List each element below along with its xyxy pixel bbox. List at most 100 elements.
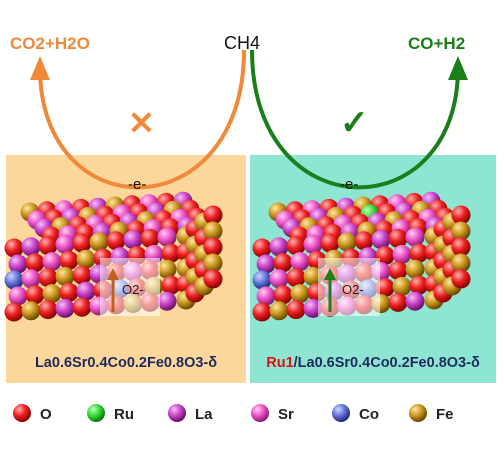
right-arrow-head — [448, 56, 468, 80]
atom-o — [388, 292, 408, 312]
atom-sr — [392, 244, 412, 264]
right-perovskite-lattice — [252, 191, 471, 322]
atom-o — [72, 233, 92, 253]
atom-o — [388, 260, 408, 280]
atom-o — [72, 297, 92, 317]
atom-la — [76, 281, 96, 301]
left-oxygen-migration: O2- — [100, 258, 160, 316]
atom-la — [55, 298, 75, 318]
atom-fe — [405, 259, 425, 279]
atom-o — [25, 253, 45, 273]
right-catalyst-support: /La0.6Sr0.4Co0.2Fe0.8O3-δ — [294, 355, 480, 371]
element-legend: O Ru La Sr Co Fe — [13, 404, 454, 423]
atom-la — [405, 291, 425, 311]
check-mark-icon: ✓ — [340, 104, 369, 142]
atom-o — [409, 275, 429, 295]
left-oxygen-arrowhead-icon — [107, 268, 119, 280]
atom-o — [451, 237, 471, 257]
atom-fe — [203, 253, 223, 273]
atom-fe — [42, 284, 62, 304]
right-products-label: CO+H2 — [408, 34, 465, 53]
atom-o — [38, 300, 58, 320]
atom-la — [269, 237, 289, 257]
atom-fe — [269, 301, 289, 321]
atom-o — [388, 228, 408, 248]
legend-label-co: Co — [359, 406, 379, 423]
right-oxygen-arrowhead-icon — [324, 268, 336, 280]
atom-co — [252, 270, 272, 290]
left-catalyst-formula: La0.6Sr0.4Co0.2Fe0.8O3-δ — [35, 355, 217, 371]
atom-o — [375, 278, 395, 298]
atom-sr — [21, 269, 41, 289]
atom-o — [161, 275, 181, 295]
right-catalyst-formula: Ru1/La0.6Sr0.4Co0.2Fe0.8O3-δ — [266, 355, 480, 371]
atom-o — [409, 243, 429, 263]
atom-fe — [89, 232, 109, 252]
atom-fe — [303, 266, 323, 286]
atom-o — [451, 269, 471, 289]
electron-transfer-label-left: -e- — [128, 176, 146, 193]
atom-fe — [451, 221, 471, 241]
atom-fe — [203, 221, 223, 241]
atom-la — [371, 230, 391, 250]
atom-o — [161, 243, 181, 263]
ruthenium-atom-icon — [87, 404, 105, 422]
left-lattice-oxygen-label: O2- — [122, 282, 144, 297]
atom-o — [286, 300, 306, 320]
legend-label-o: O — [40, 406, 52, 423]
atom-sr — [303, 234, 323, 254]
atom-o — [106, 231, 126, 251]
right-oxygen-box — [318, 258, 380, 316]
atom-o — [25, 285, 45, 305]
atom-sr — [256, 286, 276, 306]
oxygen-atom-icon — [13, 404, 31, 422]
atom-fe — [55, 266, 75, 286]
legend-label-ru: Ru — [114, 406, 134, 423]
atom-o — [140, 228, 160, 248]
atom-o — [375, 246, 395, 266]
atom-la — [256, 254, 276, 274]
atom-fe — [290, 284, 310, 304]
atom-sr — [269, 269, 289, 289]
atom-sr — [42, 252, 62, 272]
atom-fe — [157, 259, 177, 279]
left-oxygen-box — [100, 258, 160, 316]
atom-co — [4, 270, 24, 290]
cobalt-atom-icon — [332, 404, 350, 422]
right-oxygen-migration: O2- — [318, 258, 380, 316]
atom-fe — [76, 249, 96, 269]
strontium-atom-icon — [251, 404, 269, 422]
atom-o — [354, 231, 374, 251]
legend-label-fe: Fe — [436, 406, 454, 423]
atom-o — [38, 268, 58, 288]
atom-la — [21, 237, 41, 257]
atom-o — [273, 253, 293, 273]
atom-la — [303, 298, 323, 318]
atom-o — [59, 250, 79, 270]
atom-sr — [290, 252, 310, 272]
atom-sr — [157, 227, 177, 247]
atom-o — [286, 268, 306, 288]
atom-la — [8, 254, 28, 274]
left-reaction-arrow — [38, 49, 246, 190]
atom-o — [252, 238, 272, 258]
atom-la — [157, 291, 177, 311]
atom-fe — [392, 276, 412, 296]
legend-label-la: La — [195, 406, 213, 423]
atom-o — [273, 285, 293, 305]
iron-atom-icon — [409, 404, 427, 422]
atom-la — [123, 230, 143, 250]
legend-label-sr: Sr — [278, 406, 294, 423]
atom-o — [4, 302, 24, 322]
atom-fe — [21, 301, 41, 321]
atom-o — [203, 205, 223, 225]
right-catalyst-prefix: Ru1 — [266, 355, 293, 371]
atom-sr — [405, 227, 425, 247]
atom-o — [320, 233, 340, 253]
atom-o — [72, 265, 92, 285]
atom-fe — [451, 253, 471, 273]
atom-o — [4, 238, 24, 258]
methane-label: CH4 — [224, 33, 260, 53]
